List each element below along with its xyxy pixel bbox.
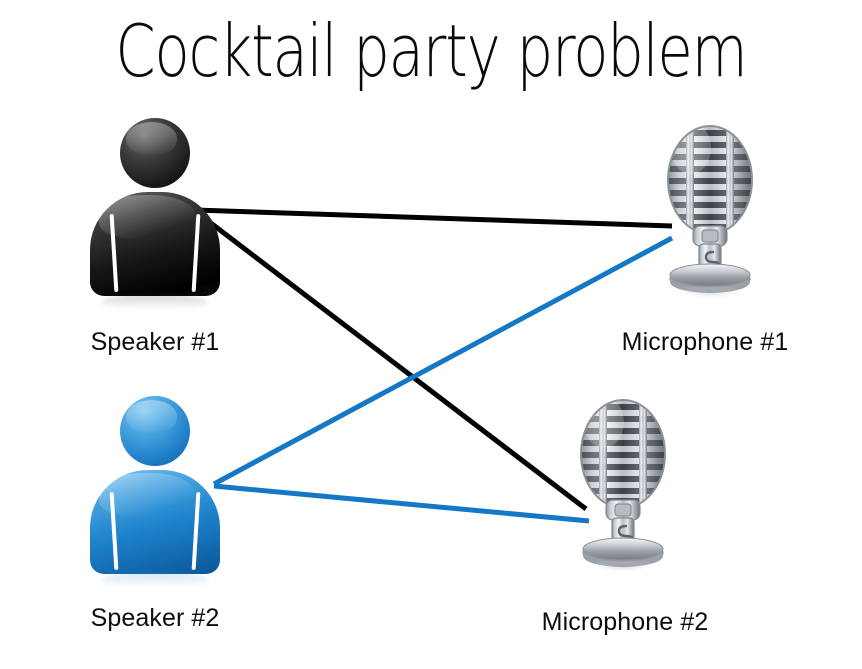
label-speaker-2: Speaker #2 <box>90 604 220 632</box>
person-icon <box>90 396 220 588</box>
person-head-icon <box>120 118 190 188</box>
person-icon <box>90 118 220 310</box>
node-speaker-2[interactable] <box>90 396 220 588</box>
person-reflection <box>102 572 208 588</box>
link-speaker1-to-microphone1 <box>194 207 673 229</box>
person-body-icon <box>90 192 220 296</box>
node-speaker-1[interactable] <box>90 118 220 310</box>
microphone-icon <box>580 399 666 573</box>
link-speaker1-to-microphone2 <box>193 209 588 511</box>
label-microphone-1: Microphone #1 <box>621 328 789 356</box>
microphone-icon <box>667 125 753 299</box>
label-microphone-2: Microphone #2 <box>541 608 709 636</box>
link-speaker2-to-microphone1 <box>212 235 674 487</box>
label-speaker-1: Speaker #1 <box>90 328 220 356</box>
person-head-icon <box>120 396 190 466</box>
node-microphone-2[interactable] <box>568 392 678 577</box>
person-reflection <box>102 294 208 310</box>
node-microphone-1[interactable] <box>655 118 765 303</box>
link-speaker2-to-microphone2 <box>213 483 590 524</box>
page-title: Cocktail party problem <box>115 9 747 93</box>
person-body-icon <box>90 470 220 574</box>
